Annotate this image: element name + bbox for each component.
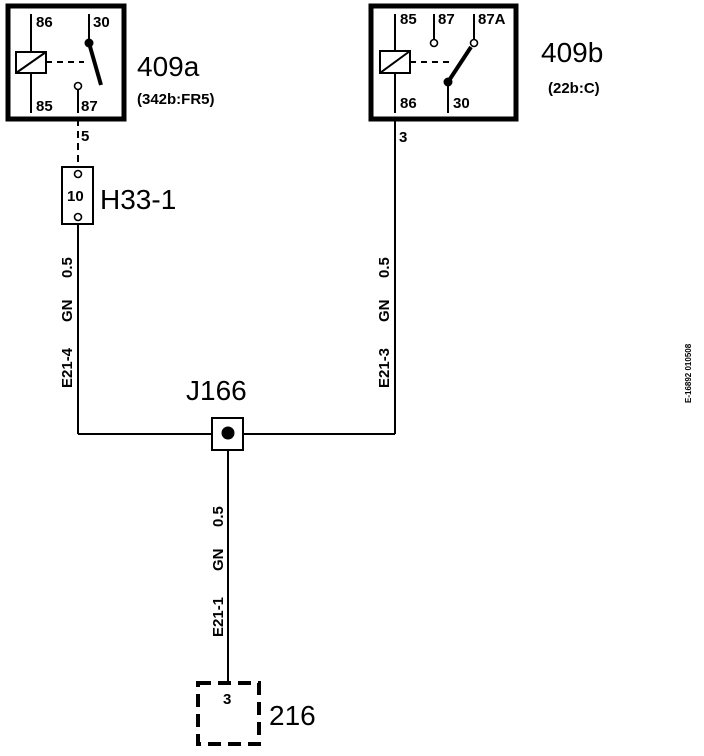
relay-409b-out-pin: 3 bbox=[399, 129, 407, 146]
relay-409b-pin-86: 86 bbox=[400, 95, 417, 112]
relay-409b-label: 409b bbox=[541, 37, 603, 68]
relay-409b-pin-85: 85 bbox=[400, 11, 417, 28]
wire-e21-3-labels: E21-3 GN 0.5 bbox=[376, 257, 393, 388]
wire-e21-4-labels: E21-4 GN 0.5 bbox=[59, 257, 76, 388]
relay-409a-switch-arm bbox=[87, 42, 103, 86]
wire-e21-3-color: GN bbox=[376, 300, 393, 323]
relay-409a-box bbox=[5, 3, 127, 122]
wire-e21-1-labels: E21-1 GN 0.5 bbox=[210, 506, 227, 637]
connector-label: 216 bbox=[269, 700, 316, 731]
wire-e21-4-id: E21-4 bbox=[59, 347, 76, 388]
wire-e21-1-size: 0.5 bbox=[210, 506, 227, 527]
relay-409b-contact-87 bbox=[429, 38, 439, 48]
wire-e21-3-size: 0.5 bbox=[376, 257, 393, 278]
relay-409a-out-pin: 5 bbox=[81, 128, 89, 145]
wire-e21-4-size: 0.5 bbox=[59, 257, 76, 278]
fuse-h33-1: 10 H33-1 bbox=[61, 166, 176, 225]
wire-e21-1-color: GN bbox=[210, 549, 227, 572]
connector-pin: 3 bbox=[223, 691, 231, 708]
relay-409a-pin-85: 85 bbox=[36, 98, 53, 115]
relay-409a-pin-86: 86 bbox=[36, 14, 53, 31]
relay-409b-ref: (22b:C) bbox=[548, 80, 600, 97]
junction-label: J166 bbox=[186, 375, 247, 406]
relay-409b-box bbox=[368, 3, 519, 122]
doc-id: E-16892 010508 bbox=[684, 343, 693, 403]
relay-409a-ref: (342b:FR5) bbox=[137, 91, 215, 108]
relay-409b-pin-30: 30 bbox=[453, 95, 470, 112]
doc-id-text: E-16892 010508 bbox=[684, 343, 693, 403]
fuse-value: 10 bbox=[67, 188, 84, 205]
fuse-label: H33-1 bbox=[100, 184, 176, 215]
junction-dot bbox=[221, 426, 235, 440]
relay-409a-label: 409a bbox=[137, 51, 200, 82]
relay-409a: 86 30 85 87 409a (342b:FR5) bbox=[5, 3, 215, 122]
relay-409b-pin-87a: 87A bbox=[478, 11, 506, 28]
connector-box bbox=[196, 681, 261, 746]
relay-409a-pin-87: 87 bbox=[81, 98, 98, 115]
relay-409b-switch-arm bbox=[446, 45, 473, 84]
connector-216: 3 216 bbox=[196, 681, 316, 746]
wire-e21-4-color: GN bbox=[59, 300, 76, 323]
wire-e21-1-id: E21-1 bbox=[210, 597, 227, 637]
relay-409b-pin-87: 87 bbox=[438, 11, 455, 28]
junction-j166: J166 bbox=[186, 375, 247, 451]
relay-409b-contact-87a bbox=[469, 38, 479, 48]
relay-409b: 85 87 87A 86 30 409b (22b:C) bbox=[368, 3, 603, 122]
relay-409a-contact bbox=[73, 81, 83, 91]
relay-409a-pin-30: 30 bbox=[93, 14, 110, 31]
wire-e21-3-id: E21-3 bbox=[376, 348, 393, 388]
